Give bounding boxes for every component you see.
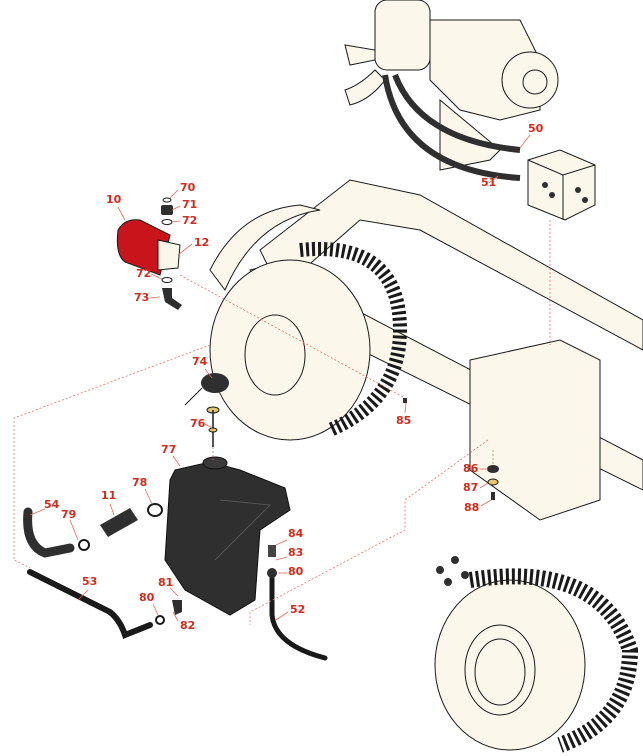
callout-86[interactable]: 86 bbox=[463, 462, 479, 475]
hydraulic-tank[interactable] bbox=[164, 456, 291, 616]
tank-cap[interactable] bbox=[184, 373, 229, 406]
callout-70[interactable]: 70 bbox=[180, 181, 196, 194]
return-hose[interactable] bbox=[27, 569, 182, 639]
callout-76[interactable]: 76 bbox=[190, 417, 206, 430]
callout-72-upper[interactable]: 72 bbox=[182, 214, 198, 227]
callout-50[interactable]: 50 bbox=[528, 122, 544, 135]
mount-hardware bbox=[403, 398, 499, 500]
callout-54[interactable]: 54 bbox=[44, 498, 60, 511]
callout-88[interactable]: 88 bbox=[464, 501, 480, 514]
hydraulic-filter[interactable] bbox=[116, 219, 181, 276]
callout-84[interactable]: 84 bbox=[288, 527, 304, 540]
hydraulic-hoses bbox=[382, 73, 521, 181]
suction-hose[interactable] bbox=[23, 507, 90, 558]
callout-81[interactable]: 81 bbox=[158, 576, 174, 589]
filter-fittings bbox=[161, 197, 182, 310]
callout-78[interactable]: 78 bbox=[132, 476, 148, 489]
callout-80-right[interactable]: 80 bbox=[288, 565, 304, 578]
strainer[interactable] bbox=[100, 503, 163, 537]
callout-53[interactable]: 53 bbox=[82, 575, 98, 588]
callout-10[interactable]: 10 bbox=[106, 193, 122, 206]
callout-85[interactable]: 85 bbox=[396, 414, 412, 427]
valve-block[interactable] bbox=[527, 149, 596, 221]
callout-82[interactable]: 82 bbox=[180, 619, 196, 632]
callout-51[interactable]: 51 bbox=[481, 176, 497, 189]
callout-52[interactable]: 52 bbox=[290, 603, 306, 616]
dipstick[interactable] bbox=[206, 406, 220, 447]
right-wheel bbox=[434, 568, 639, 753]
callout-73[interactable]: 73 bbox=[134, 291, 150, 304]
callout-77[interactable]: 77 bbox=[161, 443, 177, 456]
leader-lines bbox=[29, 134, 531, 622]
assembly-lines bbox=[13, 220, 551, 625]
callout-74[interactable]: 74 bbox=[192, 355, 208, 368]
callout-80-left[interactable]: 80 bbox=[139, 591, 155, 604]
callout-87[interactable]: 87 bbox=[463, 481, 479, 494]
fittings-cluster bbox=[436, 556, 469, 586]
callout-71[interactable]: 71 bbox=[182, 198, 198, 211]
engine-assembly bbox=[344, 0, 559, 171]
callout-12[interactable]: 12 bbox=[194, 236, 210, 249]
callout-79[interactable]: 79 bbox=[61, 508, 77, 521]
callout-11[interactable]: 11 bbox=[101, 489, 117, 502]
callout-83[interactable]: 83 bbox=[288, 546, 304, 559]
callout-72-lower[interactable]: 72 bbox=[136, 267, 152, 280]
left-wheel bbox=[209, 242, 408, 441]
vent-hose[interactable] bbox=[267, 545, 328, 661]
